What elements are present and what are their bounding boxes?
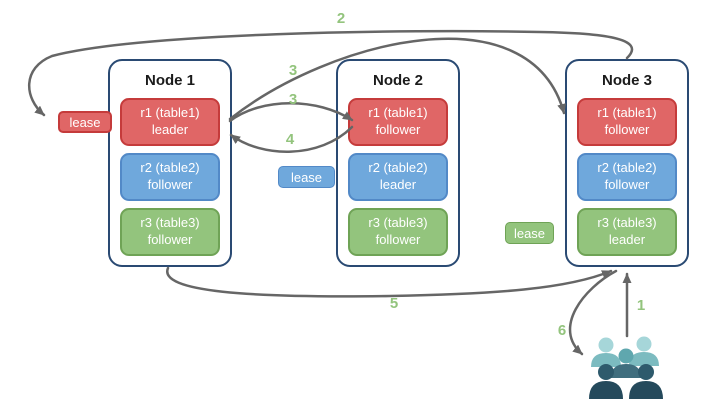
node-2-box: Node 2 r1 (table1) follower r2 (table2) … (336, 59, 460, 267)
replica-label: r2 (table2) (140, 160, 200, 176)
step-label-4: 4 (285, 131, 295, 148)
arrow-step-3-node1-to-node3 (228, 37, 566, 121)
replica-role: follower (147, 232, 193, 247)
replica-role: follower (147, 177, 193, 192)
step-label-6: 6 (557, 322, 567, 339)
replica-role: follower (375, 122, 421, 137)
replica-role: leader (608, 232, 646, 247)
node-3-title: Node 3 (601, 72, 652, 89)
arrow-step-5-node1-to-node3 (166, 266, 613, 298)
replica-label: r2 (table2) (368, 160, 428, 176)
replica-label: r1 (table1) (368, 105, 428, 121)
node-3-replica-r3: r3 (table3) leader (577, 208, 677, 256)
node-2-replica-r1: r1 (table1) follower (348, 98, 448, 146)
node-3-replica-r2: r2 (table2) follower (577, 153, 677, 201)
replica-role: leader (151, 122, 189, 137)
node-2-replica-r2: r2 (table2) leader (348, 153, 448, 201)
step-label-3a: 3 (288, 62, 298, 79)
replica-role: follower (604, 122, 650, 137)
node-1-replica-r3: r3 (table3) follower (120, 208, 220, 256)
replica-label: r2 (table2) (597, 160, 657, 176)
step-label-3b: 3 (288, 91, 298, 108)
node-1-box: Node 1 r1 (table1) leader r2 (table2) fo… (108, 59, 232, 267)
users-icon (589, 336, 663, 399)
arrow-step-2-node3-to-lease1 (28, 29, 634, 117)
step-label-1: 1 (636, 297, 646, 314)
lease-badge-red: lease (58, 111, 112, 133)
node-3-box: Node 3 r1 (table1) follower r2 (table2) … (565, 59, 689, 267)
node-3-replica-r1: r1 (table1) follower (577, 98, 677, 146)
step-label-2: 2 (336, 10, 346, 27)
replica-role: follower (375, 232, 421, 247)
lease-badge-blue: lease (278, 166, 335, 188)
arrow-step-6-node3-to-users (568, 269, 618, 356)
replica-label: r3 (table3) (368, 215, 428, 231)
replica-label: r3 (table3) (597, 215, 657, 231)
arrow-step-4-node2-to-node1 (229, 125, 354, 153)
node-2-replica-r3: r3 (table3) follower (348, 208, 448, 256)
lease-badge-green: lease (505, 222, 554, 244)
replica-label: r3 (table3) (140, 215, 200, 231)
node-1-title: Node 1 (144, 72, 195, 89)
arrow-step-3-node1-to-node2 (228, 102, 354, 123)
replica-label: r1 (table1) (140, 105, 200, 121)
replica-role: leader (379, 177, 417, 192)
node-2-title: Node 2 (372, 72, 423, 89)
replica-label: r1 (table1) (597, 105, 657, 121)
node-1-replica-r1: r1 (table1) leader (120, 98, 220, 146)
replica-role: follower (604, 177, 650, 192)
step-label-5: 5 (389, 295, 399, 312)
node-1-replica-r2: r2 (table2) follower (120, 153, 220, 201)
